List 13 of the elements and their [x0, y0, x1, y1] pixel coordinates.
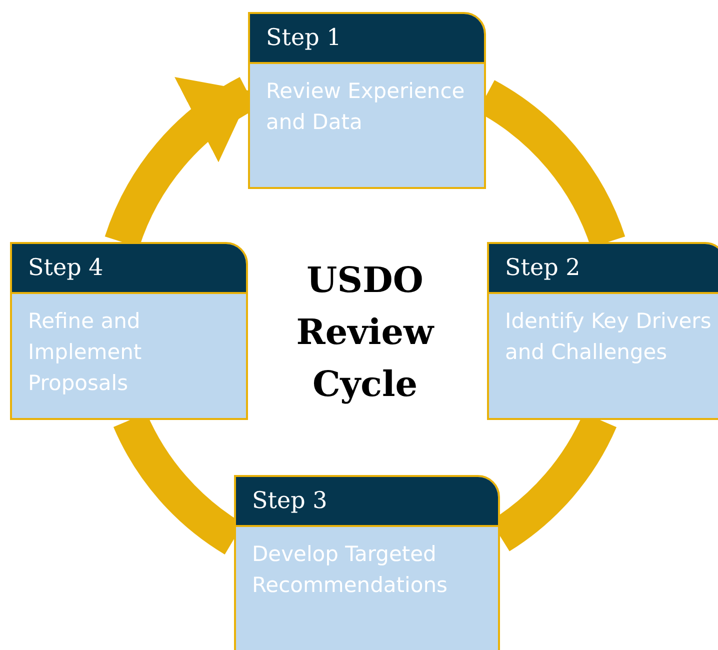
cycle-title: USDO Review Cycle	[295, 259, 436, 407]
step-description: Identify Key Drivers and Challenges	[504, 308, 712, 366]
step-card	[487, 242, 718, 420]
step-description: Review Experience and Data	[265, 78, 466, 136]
step-title: Step 2	[489, 244, 718, 294]
step-title: Step 3	[236, 477, 498, 527]
step-card	[248, 12, 486, 189]
step-description: Refine and Implement Proposals	[27, 308, 143, 397]
step-card	[10, 242, 248, 420]
step-card	[234, 475, 500, 650]
step-description: Develop Targeted Recommendations	[251, 541, 448, 599]
step-title: Step 1	[250, 14, 484, 64]
step-title: Step 4	[12, 244, 246, 294]
